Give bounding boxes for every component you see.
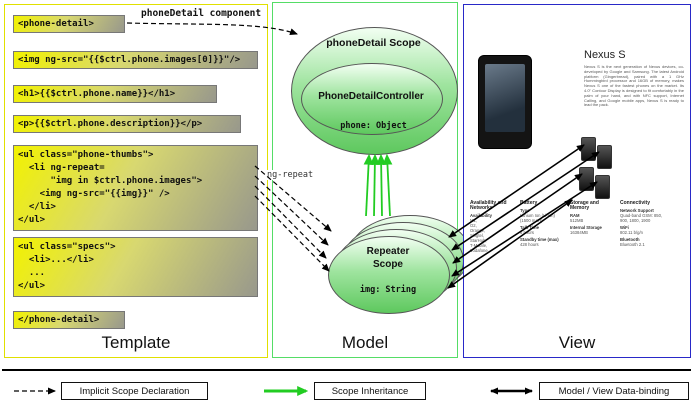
spec-row: Vodafone: [470, 248, 488, 253]
controller-name: PhoneDetailController: [318, 91, 424, 102]
view-panel: Nexus S Nexus S is the next generation o…: [463, 4, 691, 358]
template-panel: <phone-detail> <img ng-src="{{$ctrl.phon…: [4, 4, 268, 358]
repeater-scope-text: Repeater Scope img: String: [328, 245, 448, 295]
repeater-scope-ellipse-1: [328, 236, 450, 314]
phone-screen: [485, 64, 525, 132]
model-panel-label: Model: [341, 333, 389, 352]
spec-row: Network Support: [620, 208, 654, 213]
code-img-text: <img ng-src="{{$ctrl.phone.images[0]}}"/…: [18, 54, 241, 65]
nexus-s-product-image: [478, 55, 532, 149]
phonedetail-scope-title: phoneDetail Scope: [326, 37, 421, 49]
legend-divider: [2, 369, 691, 371]
spec-row: Quad-band GSM: 850, 900, 1800, 1900: [620, 213, 663, 223]
spec-column-availability: Availability and Networks Availability M…: [470, 200, 516, 254]
phone-thumbnail-3: [579, 167, 594, 191]
template-panel-label: Template: [101, 333, 171, 352]
code-p-line: <p>{{$ctrl.phone.description}}</p>: [13, 115, 241, 133]
code-open-tag-text: <phone-detail>: [18, 18, 94, 29]
model-panel: phoneDetail Scope PhoneDetailController …: [272, 2, 471, 358]
legend-data-binding: Model / View Data-binding: [539, 382, 689, 400]
repeater-scope-title-line2: Scope: [372, 259, 403, 270]
product-description: Nexus S is the next generation of Nexus …: [584, 64, 684, 108]
legend-implicit-label: Implicit Scope Declaration: [79, 385, 190, 397]
spec-header: Availability and Networks: [470, 200, 507, 211]
spec-row: 16384MB: [570, 230, 588, 235]
spec-header: Storage and Memory: [570, 200, 599, 211]
code-h1-line: <h1>{{$ctrl.phone.name}}</h1>: [13, 85, 217, 103]
code-specs-line4: </ul>: [18, 281, 46, 291]
legend-inheritance-label: Scope Inheritance: [331, 385, 409, 397]
code-h1-text: <h1>{{$ctrl.phone.name}}</h1>: [18, 88, 176, 99]
spec-row: Bluetooth 2.1: [620, 242, 645, 247]
phone-thumbnail-2: [597, 145, 612, 169]
code-open-tag: <phone-detail>: [13, 15, 125, 33]
code-close-tag-text: </phone-detail>: [18, 314, 100, 325]
code-specs-block: <ul class="specs"> <li>...</li> ... </ul…: [13, 237, 258, 297]
code-thumbs-line5: </li>: [18, 202, 56, 212]
code-phone-thumbs-block: <ul class="phone-thumbs"> <li ng-repeat=…: [13, 145, 258, 231]
repeater-scope-title-line1: Repeater: [366, 246, 410, 257]
spec-row: Lithium Ion (Li-Ion) (1500 mAH): [520, 213, 555, 223]
legend-scope-inheritance: Scope Inheritance: [314, 382, 426, 400]
code-thumbs-line6: </ul>: [18, 215, 46, 225]
spec-row: WiFi: [620, 225, 629, 230]
spec-header: Connectivity: [620, 200, 651, 206]
phonedetail-component-label: phoneDetail component: [141, 8, 262, 19]
phone-thumbnail-1: [581, 137, 596, 161]
scope-property-phone: phone: Object: [340, 121, 407, 131]
spec-row: 512MB: [570, 218, 584, 223]
spec-row: 6 hours: [520, 230, 534, 235]
spec-column-connectivity: Connectivity Network Support Quad-band G…: [620, 200, 666, 248]
code-close-tag: </phone-detail>: [13, 311, 125, 329]
view-panel-label: View: [558, 333, 596, 352]
code-p-text: <p>{{$ctrl.phone.description}}</p>: [18, 118, 203, 129]
controller-ellipse: [301, 63, 443, 135]
code-thumbs-line1: <ul class="phone-thumbs">: [18, 150, 154, 160]
code-specs-line3: ...: [18, 268, 46, 278]
legend-binding-label: Model / View Data-binding: [558, 385, 670, 397]
repeater-scope-property: img: String: [359, 285, 417, 295]
legend-implicit-scope: Implicit Scope Declaration: [61, 382, 208, 400]
spec-column-battery: Battery Type Lithium Ion (Li-Ion) (1500 …: [520, 200, 566, 248]
spec-column-storage: Storage and Memory RAM 512MB Internal St…: [570, 200, 616, 236]
ng-repeat-label: ng-repeat: [266, 170, 315, 180]
spec-row: Bluetooth: [620, 237, 640, 242]
code-img-line: <img ng-src="{{$ctrl.phone.images[0]}}"/…: [13, 51, 258, 69]
code-thumbs-line2: <li ng-repeat=: [18, 163, 105, 173]
product-title: Nexus S: [584, 49, 626, 61]
spec-row: 802.11 b/g/n: [620, 230, 643, 235]
spec-header: Battery: [520, 200, 538, 206]
code-thumbs-line4: <img ng-src="{{img}}" />: [18, 189, 170, 199]
spec-row: 428 hours: [520, 242, 539, 247]
code-specs-line2: <li>...</li>: [18, 255, 94, 265]
code-thumbs-line3: "img in $ctrl.phone.images">: [18, 176, 203, 186]
code-specs-line1: <ul class="specs">: [18, 242, 116, 252]
phone-thumbnail-4: [595, 175, 610, 199]
